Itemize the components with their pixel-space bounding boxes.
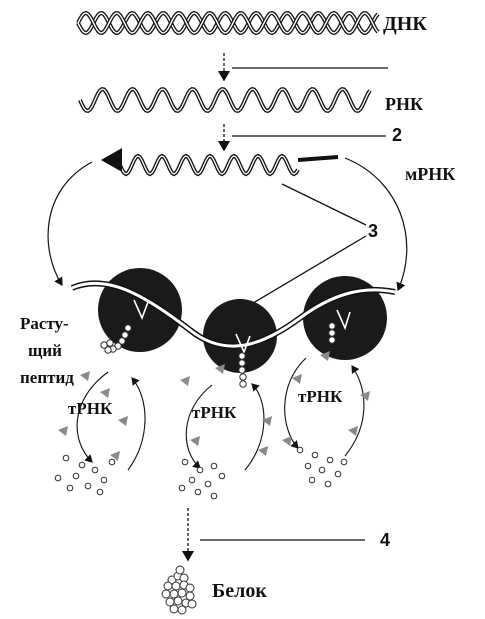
amino-acid-pools <box>55 447 347 499</box>
amino-acid <box>312 452 318 458</box>
mrna-tail <box>298 157 338 160</box>
amino-acid <box>297 447 303 453</box>
amino-acid <box>101 477 107 483</box>
step-2-number: 2 <box>392 125 402 145</box>
trna-glyph <box>292 374 302 384</box>
amino-acid <box>67 485 73 491</box>
amino-acid <box>92 467 98 473</box>
amino-acid <box>305 463 311 469</box>
trna-glyph <box>118 416 128 426</box>
amino-acid <box>335 471 341 477</box>
trna-glyph <box>100 388 110 398</box>
peptide-bead <box>122 332 128 338</box>
amino-acid <box>309 477 315 483</box>
peptide-bead <box>107 340 113 346</box>
amino-acid <box>211 493 217 499</box>
trna-glyph <box>80 371 90 381</box>
rna-strand <box>80 89 370 111</box>
protein-bead <box>188 600 196 608</box>
protein-bead <box>172 582 180 590</box>
trna-glyph <box>180 376 190 386</box>
protein-bead <box>186 584 194 592</box>
left-transport-arrow <box>48 162 92 285</box>
peptide-bead <box>239 360 245 366</box>
trna-label-middle: тРНК <box>192 403 237 422</box>
growing-peptide-label-3: пептид <box>20 368 74 387</box>
amino-acid <box>205 481 211 487</box>
step-4-number: 4 <box>380 530 390 550</box>
trna-label-right: тРНК <box>298 387 343 406</box>
amino-acid <box>195 489 201 495</box>
growing-peptide-label-1: Расту- <box>20 314 69 333</box>
trna-glyph <box>190 436 200 446</box>
dna-label: ДНК <box>383 13 427 35</box>
amino-acid <box>63 455 69 461</box>
protein-bead <box>170 605 178 613</box>
trna-glyph <box>360 391 370 401</box>
amino-acid <box>189 477 195 483</box>
dna-helix <box>78 13 378 33</box>
protein-bead <box>178 606 186 614</box>
peptide-bead <box>329 323 335 329</box>
folding-arrow <box>188 508 365 560</box>
amino-acid <box>341 459 347 465</box>
amino-acid <box>73 473 79 479</box>
processing-arrow <box>224 124 386 150</box>
protein-bead <box>174 597 182 605</box>
trna-label-left: тРНК <box>68 399 113 418</box>
step-3-number: 3 <box>368 221 378 241</box>
rna-label: РНК <box>385 94 423 114</box>
amino-acid <box>219 473 225 479</box>
protein-bead <box>164 582 172 590</box>
peptide-bead <box>239 353 245 359</box>
trna-glyph <box>282 436 292 446</box>
trna-glyph <box>58 426 68 436</box>
amino-acid <box>327 457 333 463</box>
rna-wave <box>80 89 370 111</box>
amino-acid <box>182 459 188 465</box>
peptide-bead <box>240 381 246 387</box>
protein-bead <box>176 566 184 574</box>
transcription-arrow <box>224 53 388 80</box>
peptide-bead <box>240 374 246 380</box>
peptide-bead <box>239 367 245 373</box>
protein-globule <box>162 566 196 614</box>
amino-acid <box>197 467 203 473</box>
mrna-label: мРНК <box>405 164 455 184</box>
amino-acid <box>109 459 115 465</box>
amino-acid <box>97 489 103 495</box>
amino-acid <box>179 485 185 491</box>
protein-bead <box>162 590 170 598</box>
trna-glyph <box>348 426 358 436</box>
amino-acid <box>55 475 61 481</box>
amino-acid <box>211 463 217 469</box>
protein-label: Белок <box>212 580 267 602</box>
amino-acid <box>319 467 325 473</box>
amino-acid <box>85 483 91 489</box>
peptide-bead <box>329 337 335 343</box>
amino-acid <box>79 462 85 468</box>
peptide-bead <box>125 325 131 331</box>
trna-glyph <box>258 446 268 456</box>
amino-acid <box>325 481 331 487</box>
mrna-strand <box>120 156 298 174</box>
peptide-bead <box>101 342 107 348</box>
protein-bead <box>178 589 186 597</box>
peptide-bead <box>329 330 335 336</box>
growing-peptide-label-2: щий <box>28 341 62 360</box>
